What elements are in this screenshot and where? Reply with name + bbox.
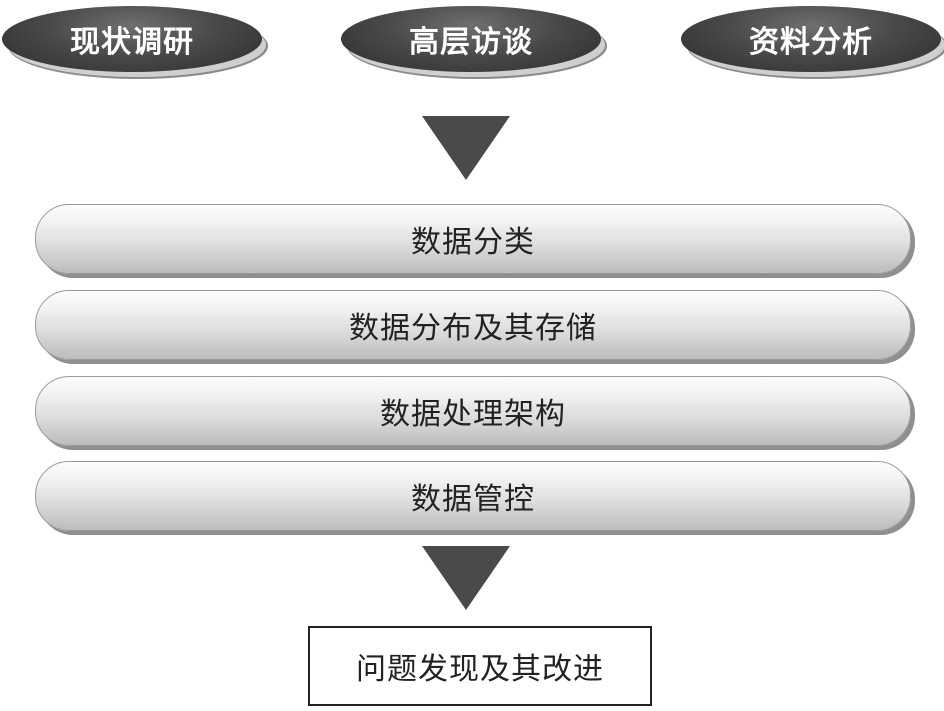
down-arrow-icon (422, 116, 510, 180)
input-oval-label: 现状调研 (70, 25, 194, 60)
output-box-label: 问题发现及其改进 (356, 652, 604, 687)
down-arrow-icon (422, 546, 510, 610)
stage-bar-label: 数据分类 (411, 225, 535, 260)
stage-bar-data-classification: 数据分类 (35, 204, 911, 274)
input-oval-label: 资料分析 (749, 25, 873, 60)
stage-bar-data-governance: 数据管控 (35, 461, 911, 531)
output-box-problem-discovery: 问题发现及其改进 (308, 626, 652, 706)
stage-bar-data-distribution-storage: 数据分布及其存储 (35, 290, 911, 360)
stage-bar-label: 数据处理架构 (380, 397, 566, 432)
input-oval-document-analysis: 资料分析 (681, 6, 941, 72)
stage-bar-label: 数据管控 (411, 482, 535, 517)
input-oval-label: 高层访谈 (409, 25, 533, 60)
stage-bar-label: 数据分布及其存储 (349, 311, 597, 346)
stage-bar-data-processing-architecture: 数据处理架构 (35, 376, 911, 446)
input-oval-status-research: 现状调研 (2, 6, 262, 72)
input-oval-executive-interview: 高层访谈 (341, 6, 601, 72)
